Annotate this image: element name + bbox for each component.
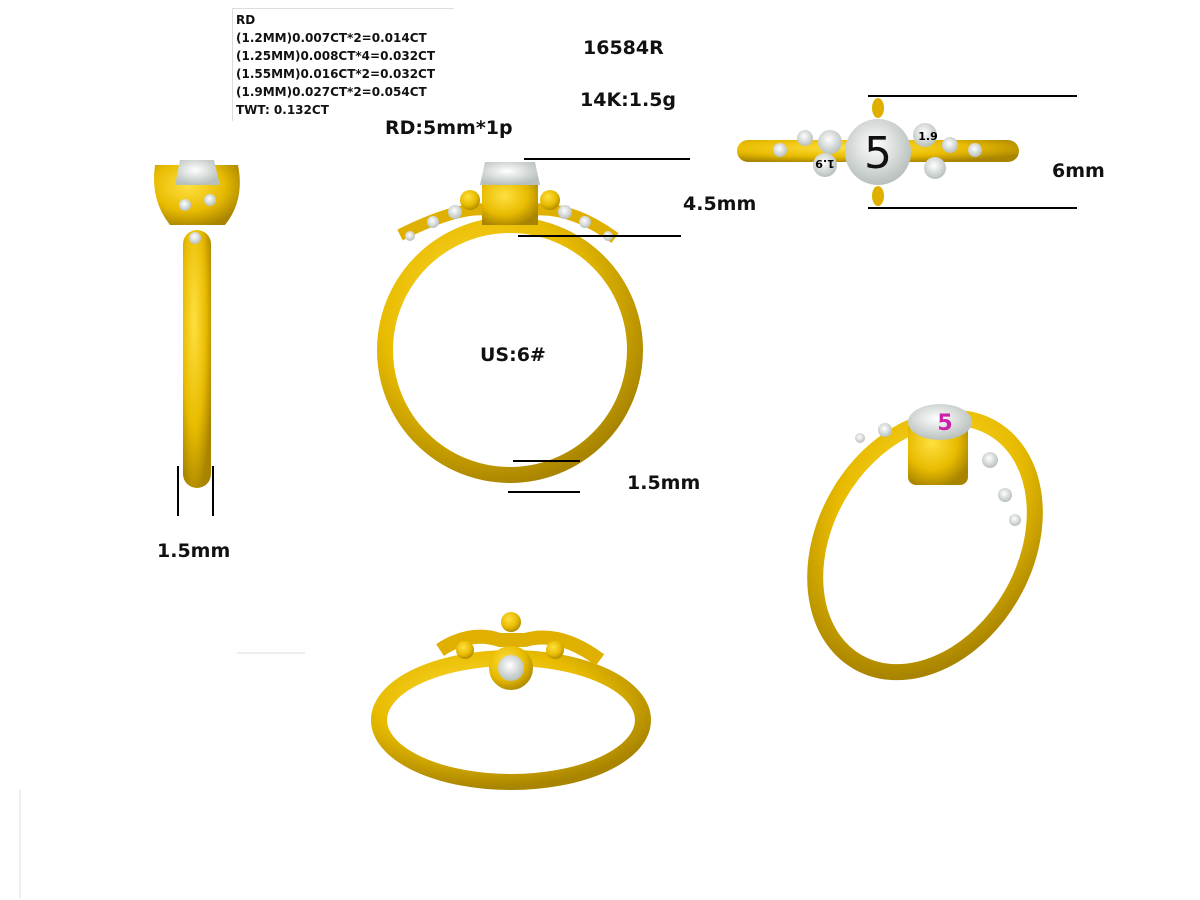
top-width-dimension: 6mm [1052, 160, 1105, 182]
center-stone-mark: 5 [864, 128, 892, 179]
stone-spec-table: RD (1.2MM)0.007CT*2=0.014CT (1.25MM)0.00… [232, 8, 454, 121]
band-width-dimension: 1.5mm [157, 540, 231, 562]
head-height-dimension: 4.5mm [683, 193, 757, 215]
perspective-view: 5 [807, 404, 1043, 681]
spec-title: RD [236, 13, 256, 27]
side-stone-mark: 1.9 [815, 157, 835, 170]
spec-line: (1.55MM)0.016CT*2=0.032CT [236, 67, 436, 81]
top-view: 5 1.9 1.9 [737, 95, 1077, 209]
model-number: 16584R [583, 37, 664, 59]
back-view [19, 612, 651, 898]
center-stone-mark: 5 [937, 411, 952, 436]
spec-line: (1.25MM)0.008CT*4=0.032CT [236, 49, 436, 63]
spec-total: TWT: 0.132CT [236, 103, 329, 117]
side-stone-mark: 1.9 [918, 130, 938, 143]
spec-line: (1.9MM)0.027CT*2=0.054CT [236, 85, 427, 99]
front-view [377, 158, 690, 493]
metal-weight: 14K:1.5g [580, 89, 677, 111]
center-stone-spec: RD:5mm*1p [385, 117, 513, 139]
ring-size: US:6# [480, 344, 546, 366]
band-thickness-dimension: 1.5mm [627, 472, 701, 494]
side-view [154, 160, 240, 516]
spec-line: (1.2MM)0.007CT*2=0.014CT [236, 31, 427, 45]
